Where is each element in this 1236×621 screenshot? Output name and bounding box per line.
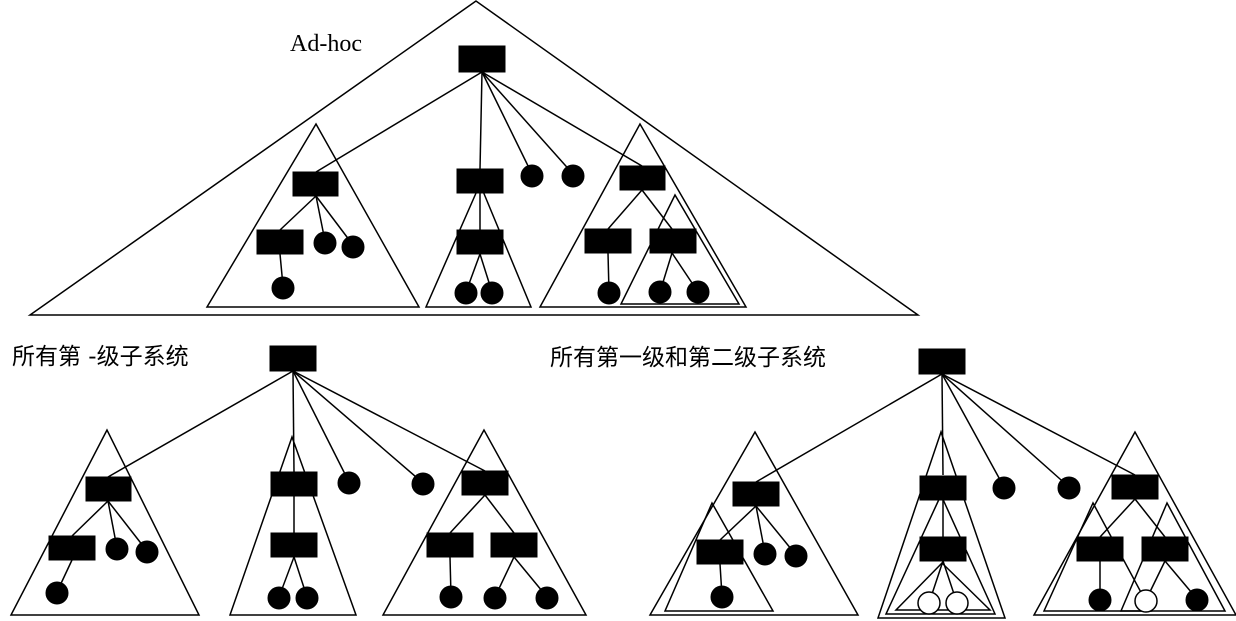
node [270, 532, 318, 558]
leaf-node [267, 586, 291, 610]
hollow-leaf-node [1134, 589, 1158, 613]
leaf-node [561, 164, 585, 188]
node [1111, 474, 1159, 500]
node [1076, 536, 1124, 562]
level1-subsystems-label: 所有第 -级子系统 [12, 344, 189, 370]
node [649, 228, 697, 254]
leaf-node [45, 581, 69, 605]
level1-root-node [269, 345, 317, 372]
leaf-node [313, 231, 337, 255]
level1-subtree-triangle-middle [228, 434, 358, 616]
leaf-node [686, 280, 710, 304]
node [461, 470, 509, 496]
leaf-node [337, 471, 361, 495]
leaf-node [992, 476, 1016, 500]
node [619, 165, 666, 191]
leaf-node [105, 537, 129, 561]
leaf-node [483, 586, 507, 610]
node [456, 168, 504, 194]
level12-inner-middle-1 [884, 493, 997, 615]
level12-subtree-triangle-left [648, 430, 860, 616]
level1-subtree-triangle-left [9, 428, 201, 616]
leaf-node [295, 586, 319, 610]
node [456, 229, 504, 255]
adhoc-inner-triangle [619, 193, 741, 305]
node [919, 475, 967, 501]
node [85, 476, 132, 502]
leaf-node [341, 235, 365, 259]
leaf-node [784, 544, 808, 568]
node [48, 535, 96, 561]
leaf-node [411, 472, 435, 496]
adhoc-subtree-triangle-right [538, 122, 748, 308]
leaf-node [271, 276, 295, 300]
level12-inner-middle-2 [894, 561, 992, 611]
leaf-node [439, 585, 463, 609]
level12-subtree-triangle-right [1032, 430, 1236, 616]
leaf-node [597, 281, 621, 305]
leaf-node [135, 540, 159, 564]
leaf-node [648, 280, 672, 304]
node [270, 471, 318, 497]
node [490, 532, 538, 558]
level12-subtree-triangle-middle [876, 429, 1007, 619]
adhoc-subtree-triangle-left [205, 122, 421, 308]
node [256, 229, 304, 255]
node [1141, 536, 1189, 562]
node [292, 171, 339, 197]
hollow-leaf-node [945, 591, 969, 615]
adhoc-subtree-triangle-middle [424, 182, 533, 308]
node [919, 536, 967, 562]
leaf-node [1057, 476, 1081, 500]
leaf-node [710, 585, 734, 609]
leaf-node [480, 281, 504, 305]
leaf-node [520, 164, 544, 188]
level1-and-level2-subsystems-label: 所有第一级和第二级子系统 [550, 345, 826, 371]
leaf-node [753, 542, 777, 566]
adhoc-label: Ad-hoc [290, 31, 362, 57]
node [732, 481, 780, 507]
level1-subtree-triangle-right [381, 428, 588, 616]
leaf-node [1185, 588, 1209, 612]
node [584, 228, 632, 254]
level12-root-node [918, 348, 966, 375]
adhoc-big-triangle [27, 0, 921, 316]
node [426, 532, 474, 558]
node [696, 539, 744, 565]
adhoc-root-node [458, 45, 506, 73]
leaf-node [454, 281, 478, 305]
leaf-node [1088, 588, 1112, 612]
hollow-leaf-node [917, 591, 941, 615]
leaf-node [535, 586, 559, 610]
